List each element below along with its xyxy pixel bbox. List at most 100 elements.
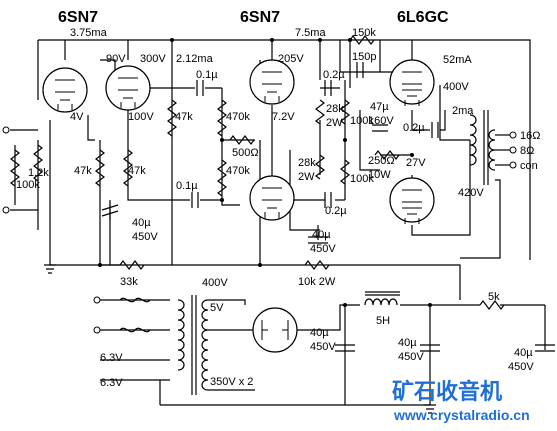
- input-jack-ground: [2, 206, 10, 214]
- tube-6l6gc-a: [389, 59, 435, 106]
- terminals: [2, 126, 517, 334]
- capacitor-0-1u-a: [196, 80, 204, 96]
- label-v100: 100V: [128, 111, 154, 123]
- ground-symbols: [44, 264, 436, 414]
- ground-icon-2: [424, 404, 436, 414]
- rectifier-tube: [252, 307, 298, 353]
- tube-labels: 6SN7 6SN7 6L6GC: [58, 9, 449, 26]
- output-terminal-com: [509, 161, 517, 169]
- tube-6sn7-v2b: [249, 175, 295, 221]
- tube-6sn7-v1b: [105, 65, 151, 111]
- junctions: [98, 38, 432, 307]
- resistors: [10, 35, 505, 310]
- label-c450v-a: 450V: [132, 231, 158, 243]
- label-out-com: con: [520, 160, 538, 172]
- label-c40u-d: 40µ: [398, 337, 417, 349]
- resistor-100k-a: [340, 99, 350, 125]
- mains-terminal-1: [93, 296, 101, 304]
- label-r100k-b: 100k: [350, 173, 374, 185]
- label-c40u-e: 40µ: [514, 347, 533, 359]
- tube-6l6gc-b: [389, 177, 435, 224]
- capacitor-0-2u-c: [431, 122, 439, 138]
- ground-icon-1: [44, 264, 56, 274]
- capacitor-150p: [356, 62, 364, 78]
- label-v6-3-b: 6.3V: [100, 377, 123, 389]
- resistor-47k-b: [123, 149, 133, 187]
- label-c40u-a: 40µ: [132, 217, 151, 229]
- capacitors: [101, 62, 555, 352]
- resistor-150k: [349, 35, 375, 45]
- label-r2w-b: 2W: [298, 171, 315, 183]
- label-r150k: 150k: [352, 27, 376, 39]
- capacitor-0-2u-b: [324, 192, 332, 208]
- label-r100k-pot: 100k: [16, 179, 40, 191]
- output-terminal-8: [509, 146, 517, 154]
- label-r47k-b: 47k: [128, 165, 146, 177]
- resistor-10k-2w: [304, 260, 330, 270]
- label-v6-3-a: 6.3V: [100, 352, 123, 364]
- tube-6sn7-v2a: [249, 59, 295, 105]
- label-r33k: 33k: [120, 276, 138, 288]
- label-out-16: 16Ω: [520, 130, 540, 142]
- label-r2w-a: 2W: [326, 117, 343, 129]
- label-current-2: 2.12ma: [176, 53, 214, 65]
- label-tube-3: 6L6GC: [397, 9, 449, 26]
- label-c150p: 150p: [352, 51, 376, 63]
- label-c0-2u-c: 0.2µ: [403, 122, 425, 134]
- label-c0-1u-a: 0.1µ: [196, 69, 218, 81]
- label-r10k-2w: 10k 2W: [298, 276, 336, 288]
- label-v27: 27V: [406, 157, 426, 169]
- label-current-5: 2ma: [452, 105, 474, 117]
- capacitor-0-2u-a: [324, 80, 332, 96]
- capacitor-40u-b: [308, 236, 328, 244]
- label-v90: 90V: [106, 53, 126, 65]
- label-v420: 420V: [458, 187, 484, 199]
- capacitor-40u-d: [420, 344, 440, 352]
- resistor-1-2k: [33, 144, 43, 182]
- label-r10w: 10W: [368, 169, 391, 181]
- label-c0-2u-b: 0.2µ: [325, 205, 347, 217]
- label-out-8: 8Ω: [520, 145, 534, 157]
- label-r28k-a: 28k: [326, 103, 344, 115]
- label-c40u-c: 40µ: [310, 327, 329, 339]
- resistor-28k-a: [315, 99, 325, 125]
- resistor-47k-a: [95, 149, 105, 187]
- label-r47k-c: 47k: [175, 111, 193, 123]
- label-c450v-e: 450V: [508, 361, 534, 373]
- label-v4: 4V: [70, 111, 84, 123]
- label-r250: 250Ω: [368, 155, 395, 167]
- power-transformer: [177, 295, 209, 395]
- label-v350: 350V x 2: [210, 376, 253, 388]
- label-tube-1: 6SN7: [58, 9, 98, 26]
- label-c40u-b: 40µ: [312, 229, 331, 241]
- choke-5h: [364, 291, 400, 306]
- label-v400-a: 400V: [443, 81, 469, 93]
- label-r28k-b: 28k: [298, 157, 316, 169]
- label-r47k-a: 47k: [74, 165, 92, 177]
- label-c0-1u-b: 0.1µ: [176, 180, 198, 192]
- label-v205: 205V: [278, 53, 304, 65]
- label-c450v-b: 450V: [310, 243, 336, 255]
- label-v7-2: 7.2V: [272, 111, 295, 123]
- label-r470k-b: 470k: [226, 165, 250, 177]
- resistor-47k-c: [167, 99, 177, 137]
- resistor-28k-b: [315, 154, 325, 180]
- input-jack-hot: [2, 126, 10, 134]
- capacitor-0-1u-b: [191, 192, 199, 208]
- resistor-250-ohm: [374, 150, 400, 160]
- capacitor-40u-a: [101, 204, 119, 217]
- capacitor-40u-c: [335, 344, 355, 352]
- label-r500: 500Ω: [232, 147, 259, 159]
- resistor-33k: [119, 260, 145, 270]
- label-v5: 5V: [210, 302, 224, 314]
- watermark-cn: 矿石收音机: [392, 379, 502, 405]
- label-choke-5h: 5H: [376, 315, 390, 327]
- output-transformer: [469, 110, 496, 185]
- resistor-5k: [479, 300, 505, 310]
- resistor-500-ohm: [229, 135, 255, 145]
- label-c450v-d: 450V: [398, 351, 424, 363]
- label-r100k-a: 100k: [350, 115, 374, 127]
- label-c450v-c: 450V: [310, 341, 336, 353]
- label-v160: 160V: [368, 115, 394, 127]
